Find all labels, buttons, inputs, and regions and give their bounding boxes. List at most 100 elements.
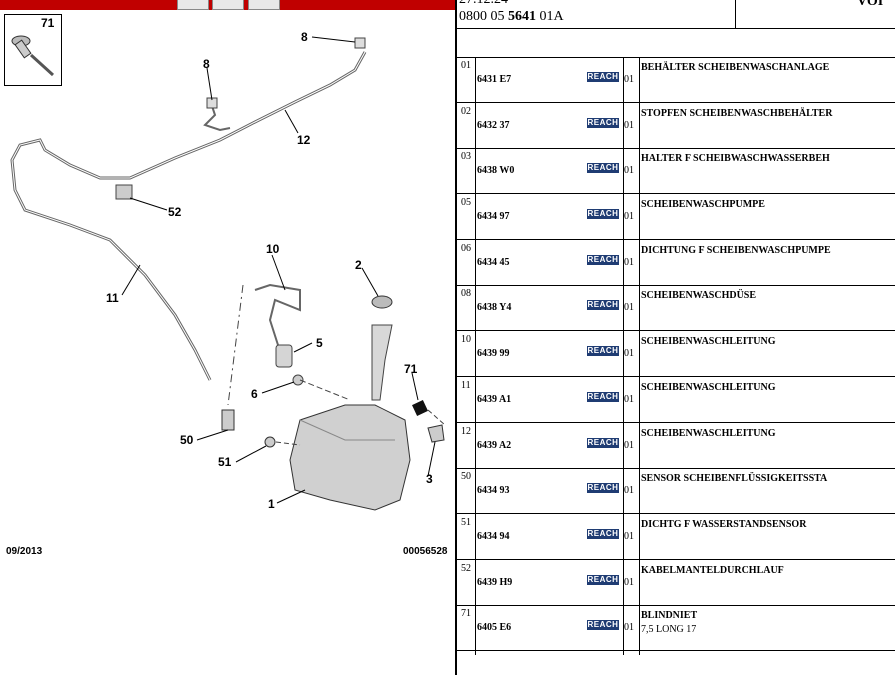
callout-10: 10 (266, 242, 280, 256)
ref-prefix: 0800 05 (459, 9, 508, 24)
part-row[interactable]: 01 6431 E7 REACH 01 BEHÄLTER SCHEIBENWASCHAN… (457, 57, 895, 103)
header-right-label: VOI (857, 0, 884, 9)
part-sub-description: 7,5 LONG 17 (641, 624, 697, 635)
part-number-link[interactable]: 6439 99 (477, 348, 510, 359)
part-description: STOPFEN SCHEIBENWASCHBEHÄLTER (641, 108, 833, 119)
reach-badge[interactable]: REACH (587, 575, 619, 585)
part-description: HALTER F SCHEIBWASCHWASSERBEH (641, 153, 830, 164)
part-number-link[interactable]: 6434 94 (477, 531, 510, 542)
col-rule-1 (475, 57, 476, 655)
part-quantity: 01 (624, 348, 634, 359)
part-row[interactable]: 08 6438 Y4 REACH 01 SCHEIBENWASCHDÜSE (457, 285, 895, 331)
part-description: SCHEIBENWASCHDÜSE (641, 290, 757, 301)
callout-2: 2 (355, 258, 362, 272)
table-top-rule (457, 57, 895, 58)
part-description: BLINDNIET (641, 610, 698, 621)
zoom-in-button[interactable] (177, 0, 209, 10)
row-rule (457, 330, 895, 331)
reach-badge[interactable]: REACH (587, 392, 619, 402)
row-rule (457, 513, 895, 514)
part-position: 01 (461, 60, 471, 71)
part-position: 03 (461, 151, 471, 162)
part-number-link[interactable]: 6439 A1 (477, 394, 512, 405)
part-position: 11 (461, 380, 471, 391)
part-quantity: 01 (624, 74, 634, 85)
header-date: 27.12.24 (459, 0, 508, 8)
col-rule-2 (623, 57, 624, 655)
part-number-link[interactable]: 6405 E6 (477, 622, 512, 633)
part-number-link[interactable]: 6439 A2 (477, 440, 512, 451)
part-number-link[interactable]: 6434 93 (477, 485, 510, 496)
inset-rivet-box: 71 (4, 14, 62, 86)
part-quantity: 01 (624, 440, 634, 451)
header-reference: 0800 05 5641 01A (459, 9, 564, 25)
row-rule (457, 239, 895, 240)
reach-badge[interactable]: REACH (587, 529, 619, 539)
callout-12: 12 (297, 133, 311, 147)
part-quantity: 01 (624, 302, 634, 313)
reach-badge[interactable]: REACH (587, 483, 619, 493)
part-description: KABELMANTELDURCHLAUF (641, 565, 784, 576)
part-number-link[interactable]: 6438 W0 (477, 165, 515, 176)
part-quantity: 01 (624, 485, 634, 496)
part-quantity: 01 (624, 120, 634, 131)
part-quantity: 01 (624, 577, 634, 588)
reach-badge[interactable]: REACH (587, 346, 619, 356)
reach-badge[interactable]: REACH (587, 72, 619, 82)
part-number-link[interactable]: 6439 H9 (477, 577, 513, 588)
part-position: 71 (461, 608, 471, 619)
part-position: 10 (461, 334, 471, 345)
reach-badge[interactable]: REACH (587, 620, 619, 630)
part-row[interactable]: 52 6439 H9 REACH 01 KABELMANTELDURCHLAUF (457, 560, 895, 606)
row-rule (457, 422, 895, 423)
row-rule (457, 285, 895, 286)
reach-badge[interactable]: REACH (587, 255, 619, 265)
header-separator (735, 0, 736, 28)
row-rule (457, 102, 895, 103)
callout-3: 3 (426, 472, 433, 486)
blind-rivet-icon (11, 35, 55, 77)
part-description: SCHEIBENWASCHPUMPE (641, 199, 765, 210)
part-row[interactable]: 71 6405 E6 REACH 01 BLINDNIET 7,5 LONG 17 (457, 605, 895, 651)
part-quantity: 01 (624, 257, 634, 268)
reach-badge[interactable]: REACH (587, 438, 619, 448)
part-quantity: 01 (624, 622, 634, 633)
part-number-link[interactable]: 6431 E7 (477, 74, 512, 85)
part-position: 08 (461, 288, 471, 299)
part-number-link[interactable]: 6432 37 (477, 120, 510, 131)
diagram-reference: 00056528 (403, 546, 448, 557)
reach-badge[interactable]: REACH (587, 118, 619, 128)
reach-badge[interactable]: REACH (587, 163, 619, 173)
part-description: BEHÄLTER SCHEIBENWASCHANLAGE (641, 62, 830, 73)
part-description: SENSOR SCHEIBENFLÜSSIGKEITSSTA (641, 473, 828, 484)
callout-6: 6 (251, 387, 258, 401)
callout-8-nozzle-right: 8 (301, 30, 308, 44)
ref-suffix: 01A (536, 9, 564, 24)
part-row[interactable]: 03 6438 W0 REACH 01 HALTER F SCHEIBWASCHWASS… (457, 148, 895, 194)
reach-badge[interactable]: REACH (587, 209, 619, 219)
part-quantity: 01 (624, 165, 634, 176)
part-description: SCHEIBENWASCHLEITUNG (641, 382, 776, 393)
parts-diagram: 71 (0, 0, 455, 557)
part-position: 02 (461, 106, 471, 117)
parts-list-panel: 27.12.24 0800 05 5641 01A VOI 01 6431 E7 R… (457, 0, 895, 675)
part-number-link[interactable]: 6434 97 (477, 211, 510, 222)
part-position: 52 (461, 563, 471, 574)
part-number-link[interactable]: 6438 Y4 (477, 302, 512, 313)
part-description: DICHTG F WASSERSTANDSENSOR (641, 519, 807, 530)
part-description: SCHEIBENWASCHLEITUNG (641, 428, 776, 439)
zoom-out-button[interactable] (212, 0, 244, 10)
reach-badge[interactable]: REACH (587, 300, 619, 310)
row-rule (457, 376, 895, 377)
callout-5: 5 (316, 336, 323, 350)
part-row[interactable]: 02 6432 37 REACH 01 STOPFEN SCHEIBENWASCHBEH… (457, 103, 895, 149)
zoom-fit-button[interactable] (248, 0, 280, 10)
part-number-link[interactable]: 6434 45 (477, 257, 510, 268)
